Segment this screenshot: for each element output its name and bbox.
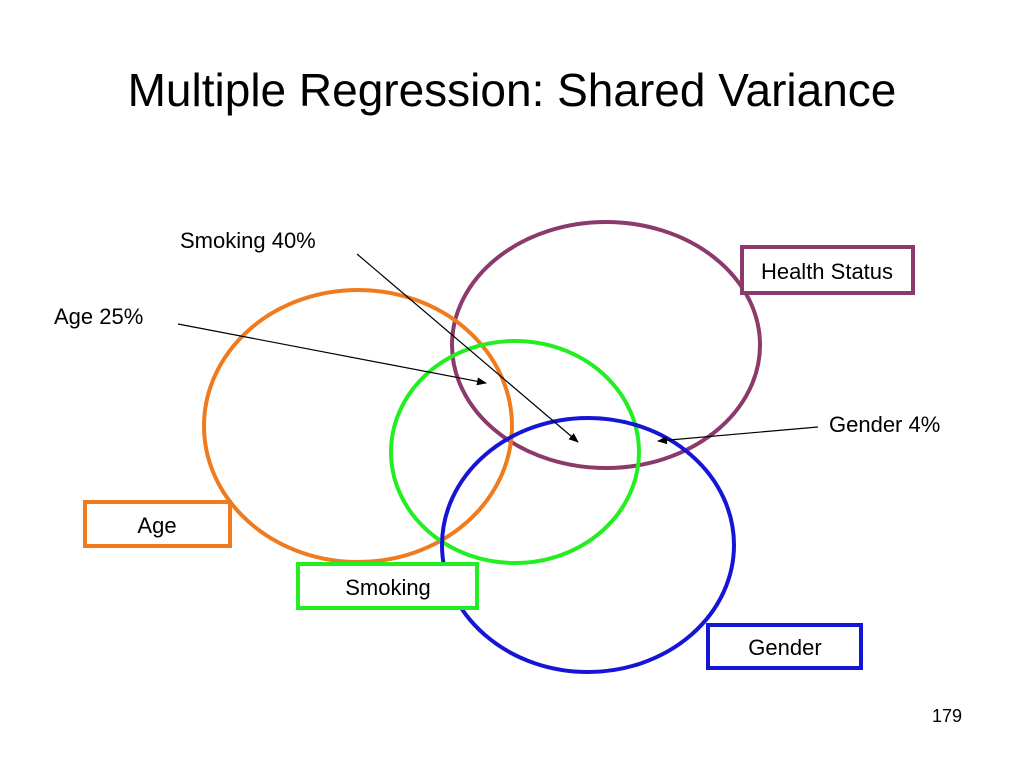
age-label: Age bbox=[137, 513, 176, 538]
gender-annotation-text: Gender 4% bbox=[829, 412, 940, 437]
health-status-circle bbox=[450, 220, 762, 470]
smoking-label-box: Smoking bbox=[296, 562, 479, 610]
age-label-box: Age bbox=[83, 500, 232, 548]
health-status-label-box: Health Status bbox=[740, 245, 915, 295]
health-status-label: Health Status bbox=[761, 259, 893, 284]
gender-label: Gender bbox=[748, 635, 821, 660]
age-circle bbox=[202, 288, 514, 564]
smoking-annotation-text: Smoking 40% bbox=[180, 228, 316, 253]
gender-label-box: Gender bbox=[706, 623, 863, 670]
page-number: 179 bbox=[931, 706, 962, 726]
smoking-annotation-arrow bbox=[356, 253, 579, 443]
smoking-label: Smoking bbox=[345, 575, 431, 600]
gender-circle bbox=[440, 416, 736, 674]
age-annotation-text: Age 25% bbox=[54, 304, 143, 329]
age-annotation-arrow bbox=[177, 323, 487, 386]
slide-title: Multiple Regression: Shared Variance bbox=[127, 64, 897, 116]
gender-annotation-arrow bbox=[657, 426, 819, 445]
smoking-circle bbox=[389, 339, 641, 565]
